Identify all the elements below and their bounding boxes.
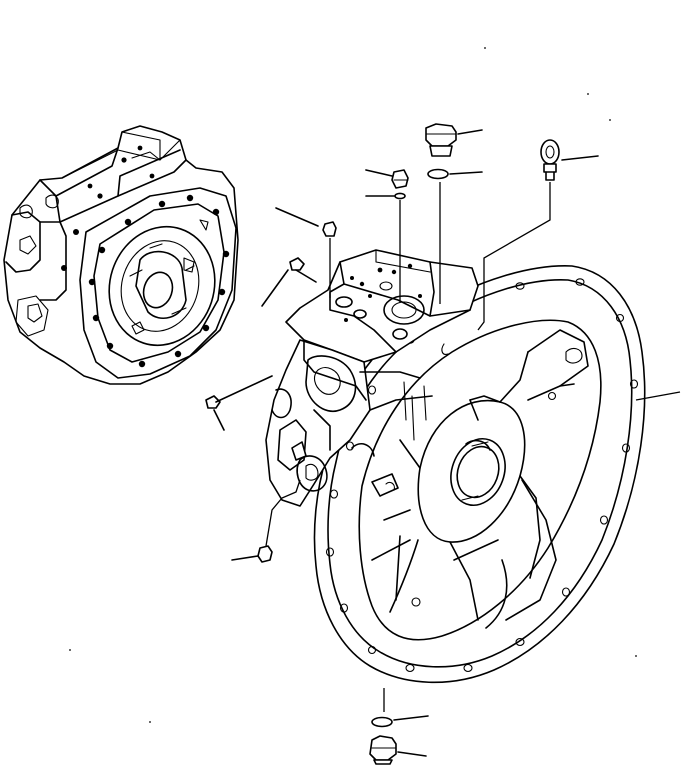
- flange-leader-line: [635, 391, 681, 401]
- small-plug: [365, 169, 409, 189]
- top-plug: [425, 123, 483, 157]
- bottom-fitting: [231, 545, 273, 563]
- cap-screw: [275, 207, 337, 237]
- small-o-ring: [365, 192, 406, 200]
- bottom-o-ring: [371, 715, 429, 728]
- scan-specks: [69, 47, 637, 723]
- lifting-eye-bolt: [540, 139, 599, 181]
- top-o-ring: [427, 168, 483, 180]
- cap-screw-left: [261, 257, 317, 307]
- pump-main-body: [265, 249, 479, 507]
- cap-screw-side: [205, 375, 273, 431]
- flywheel-housing-flange: [313, 265, 646, 684]
- pump-assembly-inset: [3, 125, 239, 385]
- bottom-plug: [369, 735, 427, 765]
